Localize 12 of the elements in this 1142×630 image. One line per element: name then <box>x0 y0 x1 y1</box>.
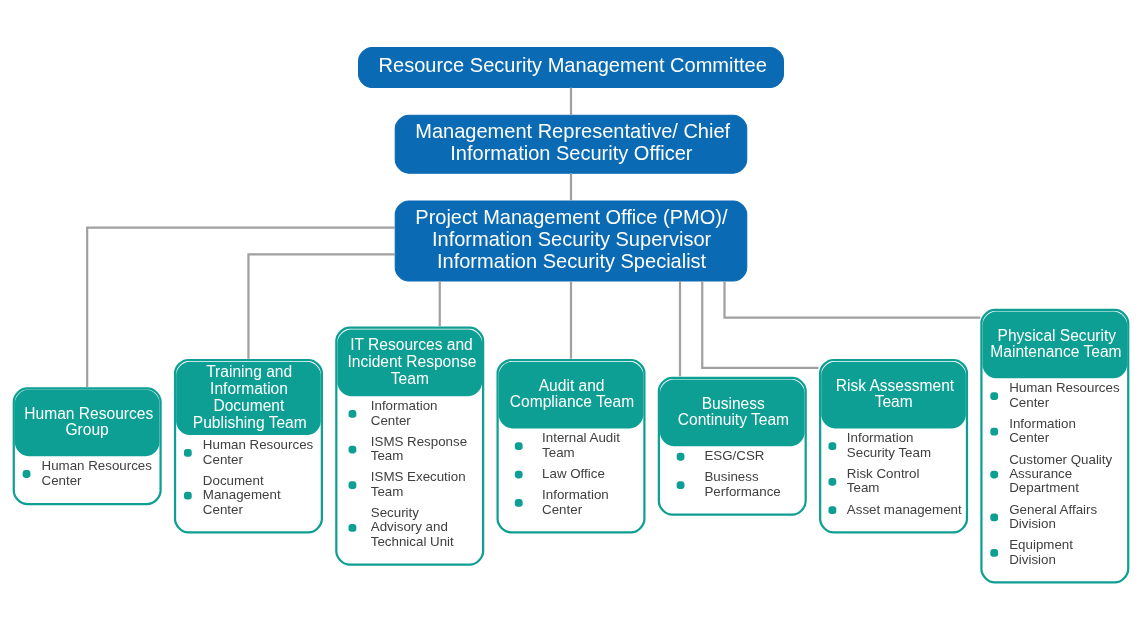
connector <box>86 226 395 387</box>
connector <box>438 280 441 326</box>
connector <box>678 280 682 376</box>
connector <box>569 280 573 359</box>
connector <box>569 172 573 201</box>
connector <box>247 252 396 359</box>
node-box: Project Management Office (PMO)/ Information Security Supervisor Information Security Specialist <box>394 199 748 282</box>
node-box: Resource Security Management Committee <box>358 46 784 88</box>
node-box: Management Representative/ Chief Information Security Officer <box>394 114 748 174</box>
connector <box>723 280 981 319</box>
connector <box>569 87 573 115</box>
connector <box>701 280 819 369</box>
